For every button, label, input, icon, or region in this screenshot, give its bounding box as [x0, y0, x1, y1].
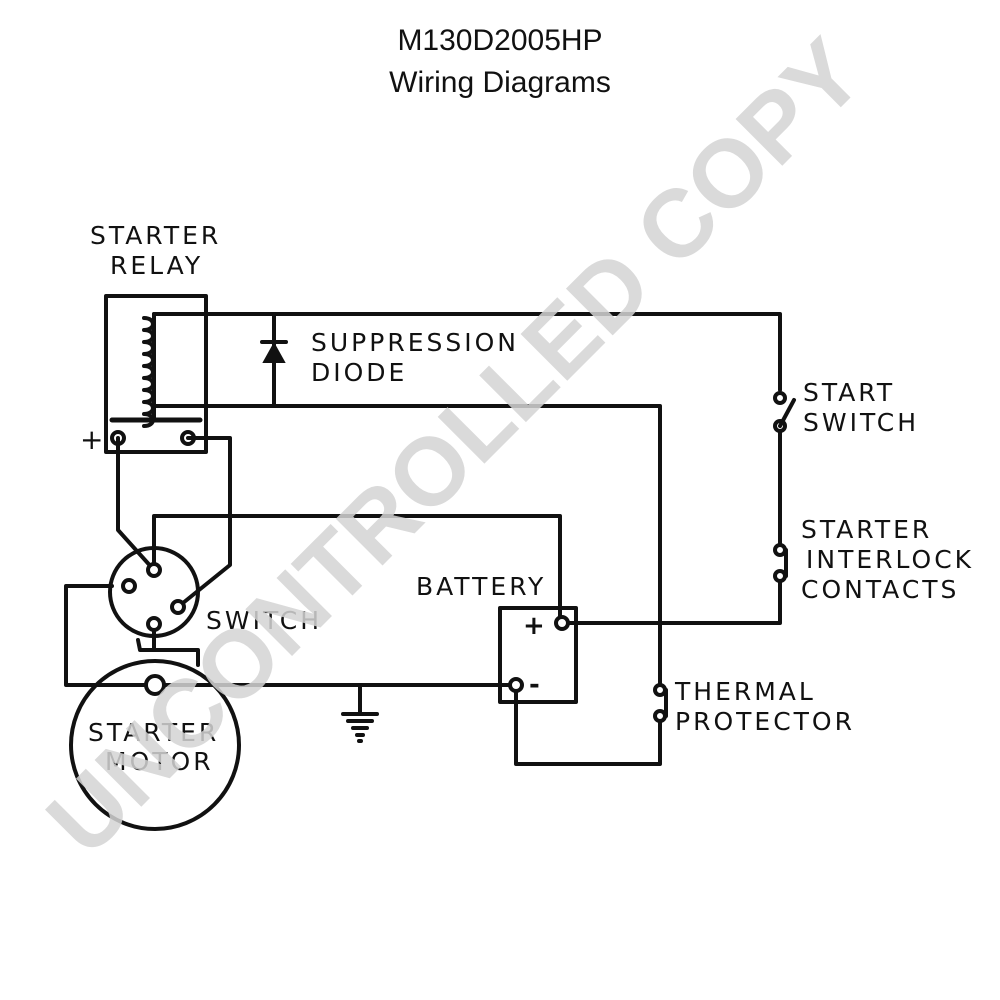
wire-interlock-to-battery-plus	[560, 578, 782, 625]
label-thermal-protector-2: PROTECTOR	[675, 707, 855, 736]
starter-motor	[69, 659, 241, 831]
suppression-diode	[260, 340, 288, 363]
switch-terminal-left	[121, 578, 137, 594]
thermal-protector	[653, 683, 668, 723]
label-starter-interlock-2: INTERLOCK	[806, 545, 974, 574]
battery-box	[498, 606, 578, 704]
interlock-contacts	[773, 543, 788, 583]
solenoid-switch	[108, 546, 200, 667]
wire-switch-to-motor-loop	[64, 584, 157, 687]
switch-terminal-top	[146, 562, 162, 578]
battery	[498, 606, 578, 704]
label-battery-minus: -	[529, 670, 543, 700]
wire-relay-bottom-to-thermal	[152, 404, 662, 687]
wire-switch-to-battery-plus	[152, 514, 562, 622]
diode-triangle-icon	[262, 341, 286, 363]
label-battery: BATTERY	[416, 572, 546, 601]
switch-terminal-right	[170, 599, 186, 615]
label-switch: SWITCH	[206, 606, 322, 635]
diagram-subtitle: Wiring Diagrams	[389, 66, 611, 99]
ground-icon	[341, 712, 379, 743]
starter-relay-box	[104, 294, 208, 454]
label-starter-interlock-3: CONTACTS	[801, 575, 959, 604]
battery-terminal-minus	[508, 677, 524, 693]
label-starter-motor-2: MOTOR	[105, 747, 214, 776]
label-suppression-diode-2: DIODE	[311, 358, 407, 387]
label-starter-relay-2: RELAY	[110, 251, 203, 280]
starter-relay	[104, 294, 208, 454]
watermark-text: UNCONTROLLED COPY	[27, 19, 883, 875]
label-relay-plus: +	[80, 423, 106, 456]
interlock-terminal-bottom	[773, 569, 787, 583]
label-suppression-diode-1: SUPPRESSION	[311, 328, 519, 357]
starter-motor-terminal	[144, 674, 166, 696]
wires	[64, 312, 782, 766]
battery-terminal-plus	[554, 615, 570, 631]
label-battery-plus: +	[523, 611, 548, 641]
label-start-switch-1: START	[803, 378, 895, 407]
wire-relay-top-to-start-switch	[152, 312, 782, 392]
wire-relay-left-to-switch	[116, 436, 156, 572]
label-starter-relay-1: STARTER	[90, 221, 221, 250]
start-switch	[773, 391, 796, 433]
interlock-terminal-top	[773, 543, 787, 557]
start-switch-terminal-top	[773, 391, 787, 405]
starter-motor-body	[69, 659, 241, 831]
label-starter-motor-1: STARTER	[88, 718, 219, 747]
label-thermal-protector-1: THERMAL	[674, 677, 816, 706]
thermal-terminal-bottom	[653, 709, 667, 723]
label-start-switch-2: SWITCH	[803, 408, 919, 437]
label-starter-interlock-1: STARTER	[801, 515, 932, 544]
wire-thermal-to-battery-minus	[514, 683, 662, 766]
switch-motor-mount	[136, 638, 200, 667]
relay-coil	[142, 316, 155, 428]
start-switch-blade	[778, 398, 796, 428]
wire-relay-right-to-switch	[176, 436, 232, 609]
model-title: M130D2005HP	[397, 24, 603, 57]
thermal-terminal-top	[653, 683, 667, 697]
